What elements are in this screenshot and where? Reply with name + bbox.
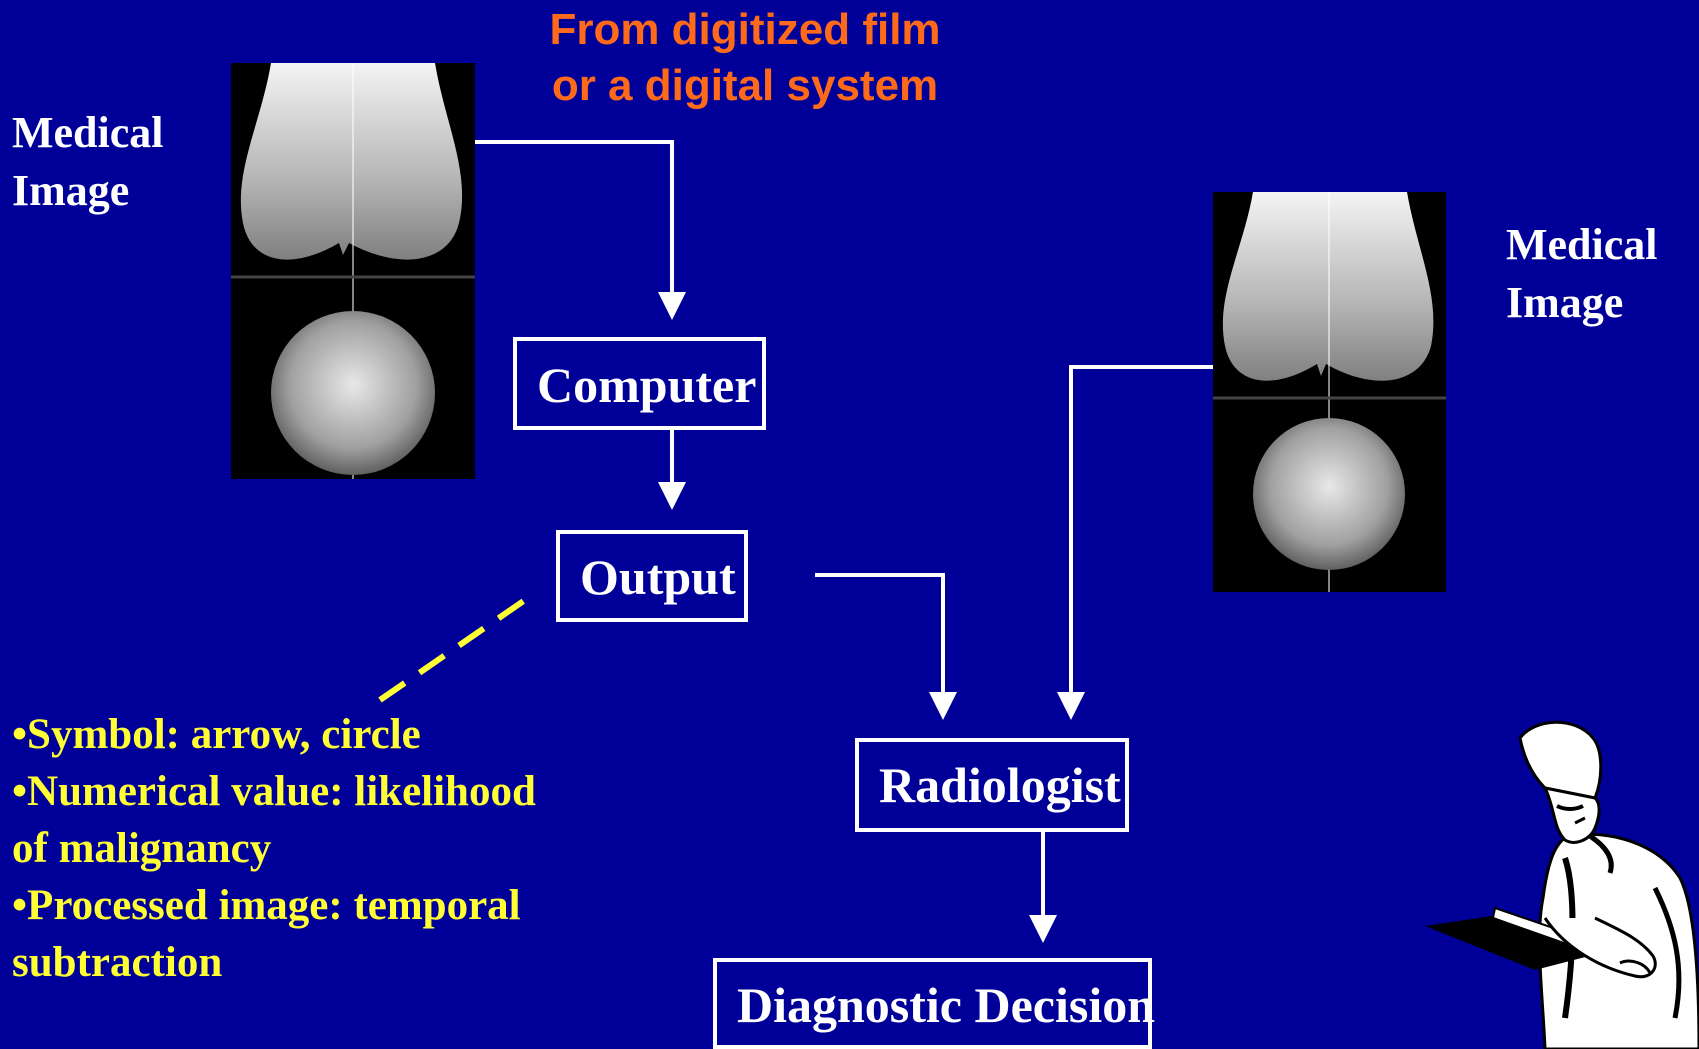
output-note-item: subtraction — [12, 934, 652, 991]
output-notes: •Symbol: arrow, circle •Numerical value:… — [12, 706, 652, 991]
output-note-item: •Symbol: arrow, circle — [12, 706, 652, 763]
arrow-image-to-computer — [475, 142, 686, 320]
left-image-label: Medical Image — [12, 104, 164, 220]
source-label-line2: or a digital system — [520, 58, 970, 114]
output-note-item: •Numerical value: likelihood — [12, 763, 652, 820]
right-image-label-line1: Medical — [1506, 216, 1658, 274]
source-label-line1: From digitized film — [520, 2, 970, 58]
right-image-label: Medical Image — [1506, 216, 1658, 332]
computer-label: Computer — [537, 356, 756, 414]
right-image-label-line2: Image — [1506, 274, 1658, 332]
arrow-image-to-radiologist — [1057, 367, 1213, 720]
radiologist-clipart — [1425, 718, 1699, 1049]
output-label: Output — [580, 548, 736, 606]
decision-label: Diagnostic Decision — [737, 976, 1155, 1034]
mammogram-image-left — [231, 63, 475, 479]
source-label: From digitized film or a digital system — [520, 2, 970, 114]
radiologist-label: Radiologist — [879, 756, 1121, 814]
arrow-radiologist-to-decision — [1029, 832, 1057, 943]
left-image-label-line1: Medical — [12, 104, 164, 162]
arrow-computer-to-output — [658, 430, 686, 510]
output-note-item: •Processed image: temporal — [12, 877, 652, 934]
output-note-item: of malignancy — [12, 820, 652, 877]
mammogram-image-right — [1213, 192, 1446, 592]
dashed-pointer-line — [380, 600, 525, 700]
left-image-label-line2: Image — [12, 162, 164, 220]
arrow-output-to-radiologist — [815, 575, 957, 720]
